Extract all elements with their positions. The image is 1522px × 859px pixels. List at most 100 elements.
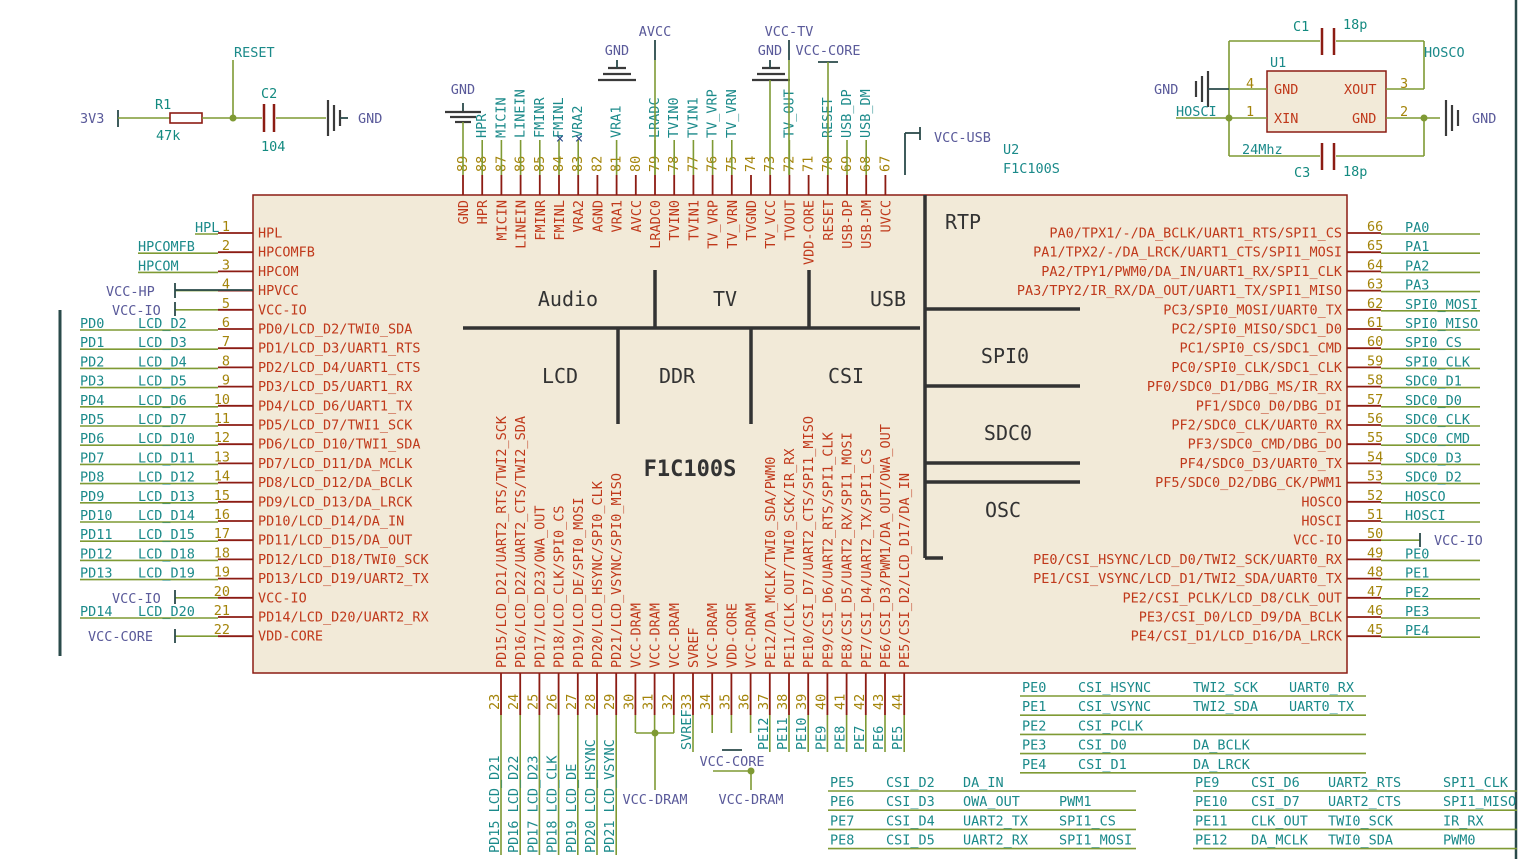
net-label-LCD_D4: LCD_D4 (138, 354, 187, 370)
vcc-io-label-5: VCC-IO (112, 303, 161, 319)
table-cell: PE5 (830, 775, 854, 791)
net-label-SPI0_CLK: SPI0_CLK (1405, 354, 1471, 370)
pin-num-29: 29 (602, 694, 618, 710)
table-cell: PE1 (1022, 699, 1046, 715)
table-cell: TWI2_SCK (1193, 680, 1259, 696)
table-cell: PE3 (1022, 738, 1046, 754)
net-label-PA0: PA0 (1405, 220, 1429, 236)
pin-num-59: 59 (1367, 353, 1383, 369)
pin-name-18: PD12/LCD_D18/TWI0_SCK (258, 552, 430, 568)
crystal-ref: U1 (1270, 55, 1286, 71)
net-label-SDC0_D0: SDC0_D0 (1405, 393, 1462, 409)
crystal-gnd-left-label: GND (1154, 82, 1178, 98)
c2-ref: C2 (261, 86, 277, 102)
pin-name-66: PA0/TPX1/-/DA_BCLK/UART1_RTS/SPI1_CS (1049, 226, 1342, 242)
pin-num-33: 33 (679, 694, 695, 710)
net-label-SDC0_D3: SDC0_D3 (1405, 450, 1462, 466)
pin-name-7: PD1/LCD_D3/UART1_RTS (258, 341, 421, 357)
pin-num-22: 22 (214, 622, 230, 638)
net-label-LCD_D3: LCD_D3 (138, 335, 187, 351)
net-label-bottom-39: PE10 (794, 717, 810, 750)
pin-name-61: PC2/SPI0_MISO/SDC1_D0 (1171, 322, 1342, 338)
block-label-csi: CSI (828, 364, 864, 388)
net-label-LINEIN: LINEIN (513, 89, 529, 138)
vcc-tv-label: VCC-TV (765, 24, 814, 40)
net-label-PD4: PD4 (80, 393, 104, 409)
pin-num-19: 19 (214, 565, 230, 581)
table-cell: CSI_D4 (886, 813, 935, 829)
pin-num-2: 2 (222, 238, 230, 254)
pin-name-57: PF1/SDC0_D0/DBG_DI (1196, 398, 1342, 414)
pin-num-55: 55 (1367, 430, 1383, 446)
pin-num-36: 36 (737, 694, 753, 710)
nc-mark-fminl: × (575, 131, 583, 147)
pin-name-8: PD2/LCD_D4/UART1_CTS (258, 360, 421, 376)
pin-num-1: 1 (222, 219, 230, 235)
net-label-PD13: PD13 (80, 566, 113, 582)
pin-name-82: AGND (590, 200, 606, 233)
net-label-VRA1: VRA1 (609, 105, 625, 138)
pin-name-38: PE11/CLK_OUT/TWI0_SCK/IR_RX (782, 449, 798, 668)
table-cell: PE9 (1195, 775, 1219, 791)
pin-num-82: 82 (589, 156, 605, 172)
right-power-symbols: VCC-IO (1419, 533, 1483, 549)
net-label-LCD_D19: LCD_D19 (138, 566, 195, 582)
pin-name-73: TV_VCC (763, 200, 779, 249)
c1-value: 18p (1343, 17, 1367, 33)
table-cell: TWI0_SDA (1328, 833, 1393, 849)
vcc-core-label-top: VCC-CORE (795, 43, 860, 59)
pin-name-2: HPCOMFB (258, 245, 315, 261)
table-cell: CSI_D6 (1251, 775, 1300, 791)
net-label-SDC0_D2: SDC0_D2 (1405, 470, 1462, 486)
pin-name-71: VDD-CORE (802, 200, 818, 265)
pin-num-31: 31 (641, 694, 657, 710)
crystal-pin3: 3 (1400, 76, 1408, 92)
pin-num-30: 30 (621, 694, 637, 710)
pin-num-60: 60 (1367, 334, 1383, 350)
left-power-symbols: VCC-HP VCC-IO VCC-IO VCC-CORE (88, 283, 253, 645)
net-3v3-label: 3V3 (80, 111, 104, 127)
pin-num-25: 25 (525, 694, 541, 710)
pin-num-57: 57 (1367, 392, 1383, 408)
net-label-bottom-44: PE5 (890, 726, 906, 750)
block-label-tv: TV (713, 287, 737, 311)
table-cell: PE4 (1022, 757, 1046, 773)
pin-name-31: VCC-DRAM (648, 603, 664, 668)
crystal-freq: 24Mhz (1242, 142, 1283, 158)
pin-num-3: 3 (222, 257, 230, 273)
gnd-label-82: GND (605, 43, 629, 59)
pin-num-80: 80 (628, 156, 644, 172)
pin-num-5: 5 (222, 296, 230, 312)
pin-name-36: VCC-DRAM (744, 603, 760, 668)
net-label-bottom-26: PD18 LCD_CLK (545, 755, 561, 853)
bottom-power-symbols: VCC-DRAM VCC-DRAM VCC-CORE (622, 729, 784, 808)
table-cell: SPI1_CLK (1443, 775, 1509, 791)
pin-num-42: 42 (852, 694, 868, 710)
pin-name-26: PD18/LCD_CLK/SPI0_CS (552, 505, 568, 668)
net-label-bottom-38: PE11 (775, 717, 791, 750)
table-cell: TWI0_SCK (1328, 813, 1394, 829)
crystal-circuit: U1 24Mhz GND XOUT XIN GND 4 3 1 2 C1 18p… (1154, 17, 1496, 181)
pin-num-24: 24 (506, 694, 522, 710)
net-label-PE3: PE3 (1405, 604, 1429, 620)
net-label-PD11: PD11 (80, 527, 113, 543)
table-cell: SPI1_MOSI (1059, 833, 1132, 849)
pin-num-7: 7 (222, 334, 230, 350)
pin-name-40: PE9/CSI_D6/UART2_RTS/SPI1_CLK (820, 431, 836, 668)
pin-num-17: 17 (214, 526, 230, 542)
net-label-LCD_D14: LCD_D14 (138, 508, 195, 524)
chip-ref: U2 (1003, 142, 1019, 158)
net-label-bottom-33: SVREF (679, 709, 695, 750)
table-cell: CSI_D3 (886, 794, 935, 810)
net-label-SDC0_CLK: SDC0_CLK (1405, 412, 1471, 428)
net-label-bottom-29: PD21 LCD_VSYNC (602, 739, 618, 853)
net-label-bottom-43: PE6 (871, 726, 887, 750)
pin-name-1: HPL (258, 226, 282, 242)
pin-name-45: PE4/CSI_D1/LCD_D16/DA_LRCK (1131, 629, 1343, 645)
crystal-pin-xin: XIN (1274, 111, 1298, 127)
net-label-bottom-41: PE8 (833, 726, 849, 750)
pin-num-50: 50 (1367, 526, 1383, 542)
block-label-usb: USB (870, 287, 906, 311)
net-label-PE0: PE0 (1405, 546, 1429, 562)
